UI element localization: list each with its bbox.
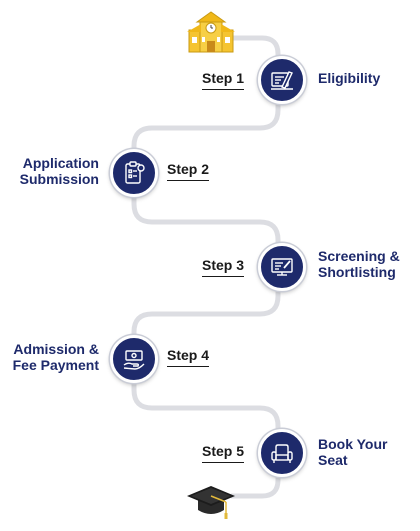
step-4-title: Admission & Fee Payment [12,341,99,373]
step-3-label: Step 3 [202,257,245,277]
step-5-label: Step 5 [202,443,245,463]
step-4-label: Step 4 [167,347,210,367]
step-4-node [110,335,158,383]
step-2-label: Step 2 [167,161,210,181]
school-building-icon [187,10,235,54]
step-1-title: Eligibility [318,70,381,86]
monitor-icon [271,258,293,276]
step-3-node [258,243,306,291]
checklist-icon [125,161,145,184]
certificate-icon [271,71,293,90]
step-2-title: Application Submission [19,155,99,187]
graduation-cap-icon [186,482,236,522]
step-3-title: Screening & Shortlisting [318,248,400,280]
payment-hand-icon [123,350,145,370]
armchair-icon [271,444,293,463]
step-1-label: Step 1 [202,70,245,90]
step-1-node [258,56,306,104]
step-2-node [110,149,158,197]
step-5-node [258,429,306,477]
step-5-title: Book Your Seat [318,436,388,468]
